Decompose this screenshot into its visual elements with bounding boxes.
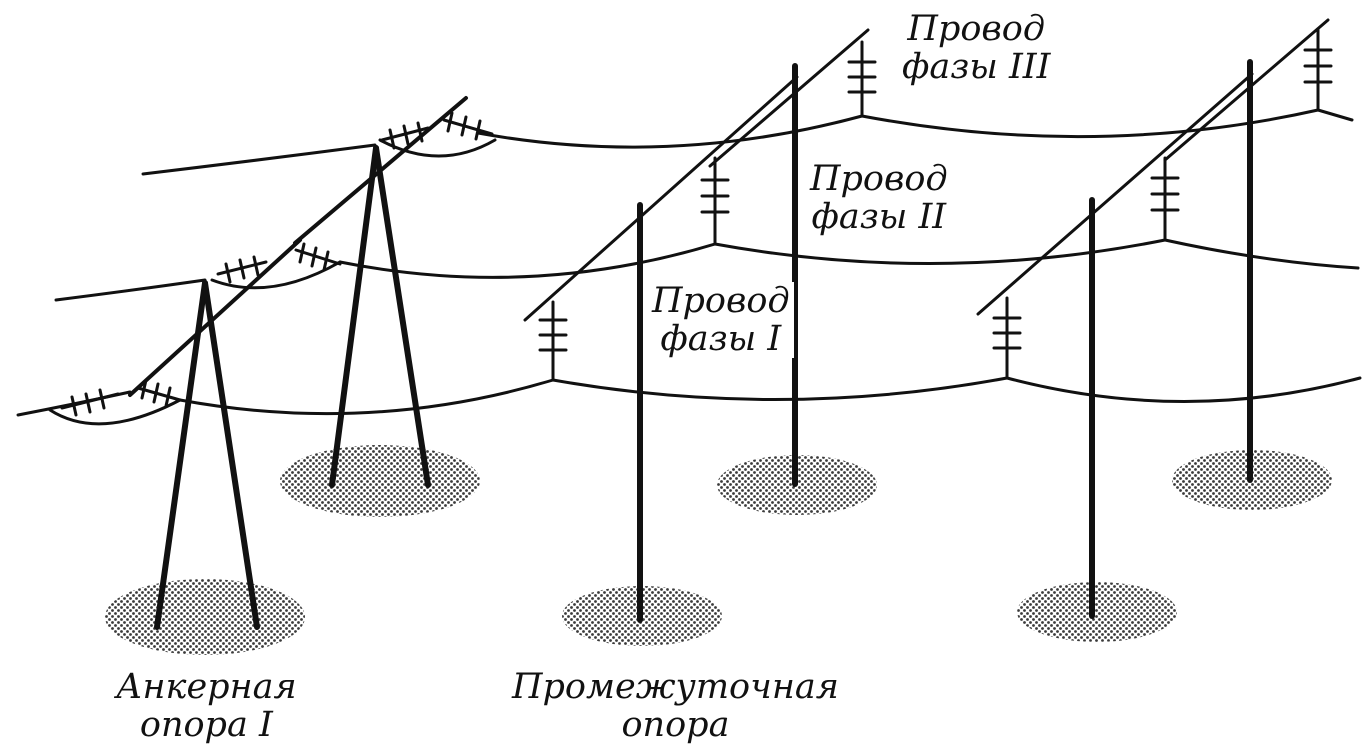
label-anchor-support: Анкерная опора I <box>112 668 301 744</box>
strain-string <box>380 121 430 150</box>
jumper-loop-1 <box>48 398 182 426</box>
strain-string <box>136 378 182 408</box>
insulator-string <box>1303 28 1333 112</box>
label-phase-2-line2: фазы II <box>811 197 947 237</box>
label-phase-2-line1: Провод <box>810 159 948 199</box>
anchor-support-1 <box>128 238 302 630</box>
phase-wire-3-tail <box>1316 108 1354 122</box>
strain-insulators <box>60 111 494 417</box>
label-intermediate-support: Промежуточная опора <box>508 668 843 744</box>
crossarm-4 <box>1163 18 1330 162</box>
insulator-string <box>847 40 877 118</box>
label-phase-1-line1: Провод <box>652 281 790 321</box>
insulator-string <box>992 296 1022 380</box>
intermediate-support-4 <box>1163 18 1330 483</box>
crossarm-3 <box>976 72 1254 316</box>
insulator-string <box>1150 156 1180 242</box>
ground-patch-anchor-1 <box>105 579 305 655</box>
insulator-string <box>700 156 730 246</box>
strain-string <box>294 242 342 272</box>
anchor-crossarm-1 <box>128 238 302 397</box>
label-phase-1: Провод фазы I <box>648 282 794 358</box>
label-intermediate-line1: Промежуточная <box>512 667 839 707</box>
label-phase-3: Провод фазы III <box>898 9 1055 87</box>
strain-string <box>60 388 120 417</box>
label-intermediate-line2: опора <box>621 705 730 745</box>
label-phase-3-line1: Провод <box>907 9 1046 49</box>
strain-string <box>442 111 494 141</box>
intermediate-support-2 <box>708 28 870 487</box>
crossarm-1 <box>523 75 799 322</box>
ground-patch-intermediate-3 <box>1017 582 1177 642</box>
phase-wire-3 <box>141 108 1320 176</box>
intermediate-support-1 <box>523 75 799 623</box>
label-phase-3-line2: фазы III <box>902 47 1051 87</box>
jumper-loop-3 <box>378 138 497 158</box>
label-phase-1-line2: фазы I <box>660 319 782 359</box>
intermediate-support-3 <box>976 72 1254 619</box>
label-anchor-line1: Анкерная <box>116 667 297 707</box>
strain-string <box>216 255 268 284</box>
jumper-loop-2 <box>210 260 342 290</box>
label-phase-2: Провод фазы II <box>806 160 952 236</box>
crossarm-2 <box>708 28 870 168</box>
label-anchor-line2: опора I <box>139 705 273 745</box>
insulator-string <box>538 300 568 382</box>
phase-wire-2 <box>54 238 1360 302</box>
ground-patches <box>105 445 1332 655</box>
ground-patch-anchor-2 <box>280 445 480 517</box>
anchor-crossarm-2 <box>293 96 468 245</box>
anchor-support-2 <box>293 96 468 488</box>
suspension-insulators <box>538 28 1333 382</box>
